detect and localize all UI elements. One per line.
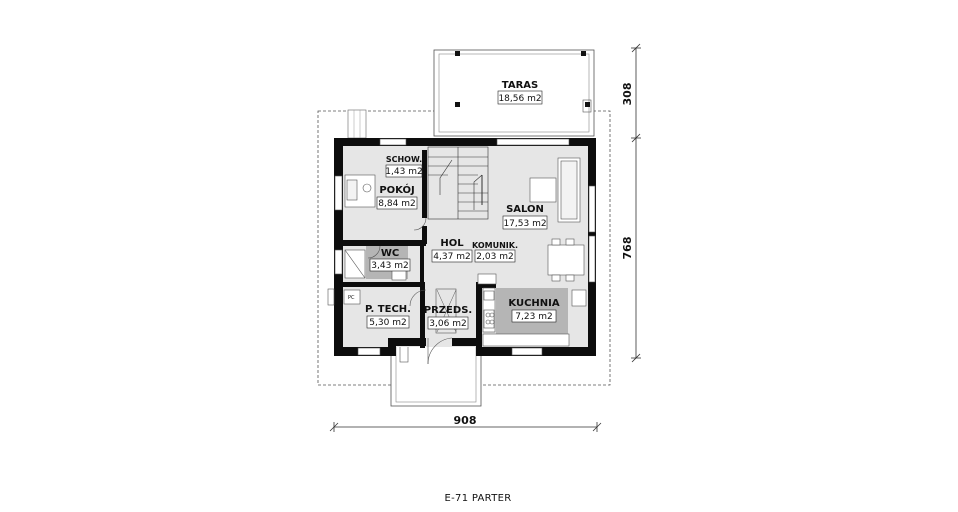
room-name: KUCHNIA	[508, 298, 559, 309]
staircase	[427, 146, 489, 220]
room-name: TARAS	[502, 80, 538, 91]
windows	[327, 138, 596, 356]
room-name: POKÓJ	[379, 183, 414, 196]
room-name: WC	[381, 248, 399, 259]
room-area: 1,43 m2	[385, 167, 422, 177]
area-box	[369, 258, 411, 272]
area-box	[497, 90, 543, 105]
room-area: 18,56 m2	[498, 94, 541, 104]
room-salon[interactable]: SALON 17,53 m2	[502, 204, 548, 230]
counter-top	[477, 273, 497, 285]
terrace-post	[585, 102, 590, 107]
area-box	[376, 196, 418, 210]
room-name: HOL	[440, 238, 464, 249]
area-box	[502, 215, 548, 230]
dimension-width	[329, 422, 602, 432]
area-box	[474, 249, 516, 263]
room-area: 8,84 m2	[378, 199, 415, 209]
plan-caption: E-71 PARTER	[445, 493, 512, 504]
furniture	[343, 157, 587, 347]
dining-table	[547, 244, 585, 276]
terrace-post	[455, 102, 460, 107]
room-wc[interactable]: WC 3,43 m2	[369, 248, 411, 272]
room-area: 3,06 m2	[429, 319, 466, 329]
room-area: 7,23 m2	[515, 312, 552, 322]
room-area: 3,43 m2	[371, 261, 408, 271]
interior-walls	[342, 150, 496, 348]
room-name: PRZEDS.	[424, 305, 472, 316]
room-name: SALON	[506, 204, 544, 215]
room-name: SCHOW.	[386, 155, 422, 164]
doors	[367, 217, 453, 365]
area-box	[431, 249, 473, 263]
area-box	[366, 315, 410, 329]
washbasin	[391, 269, 407, 281]
room-name: P. TECH.	[365, 304, 411, 315]
room-schowek[interactable]: SCHOW. 1,43 m2	[385, 155, 423, 178]
dimension-width-label: 908	[454, 414, 477, 427]
dimension-depth	[631, 43, 641, 363]
area-box	[385, 164, 423, 178]
fridge	[571, 289, 587, 307]
dimension-depth-label: 768	[621, 237, 634, 260]
room-name: KOMUNIK.	[472, 241, 518, 250]
room-ptech[interactable]: P. TECH. 5,30 m2	[365, 304, 411, 329]
room-komunik[interactable]: KOMUNIK. 2,03 m2	[472, 241, 518, 263]
coffee-table	[529, 177, 557, 203]
room-area: 5,30 m2	[369, 318, 406, 328]
room-area: 17,53 m2	[503, 219, 546, 229]
room-area: 4,37 m2	[433, 252, 470, 262]
room-kuchnia[interactable]: KUCHNIA 7,23 m2	[508, 298, 560, 323]
room-area: 2,03 m2	[476, 252, 513, 262]
boiler	[343, 289, 361, 305]
boiler-label: PC	[348, 295, 355, 301]
terrace-post	[455, 51, 460, 56]
room-przeds[interactable]: PRZEDS. 3,06 m2	[424, 305, 472, 330]
dimension-terrace-label: 308	[621, 83, 634, 106]
room-taras[interactable]: TARAS 18,56 m2	[497, 80, 543, 105]
terrace[interactable]	[347, 49, 595, 139]
room-pokoj[interactable]: POKÓJ 8,84 m2	[376, 183, 418, 210]
entrance-canopy	[390, 339, 482, 407]
room-hol[interactable]: HOL 4,37 m2	[431, 238, 473, 263]
area-box	[427, 316, 469, 330]
area-box	[511, 309, 557, 323]
terrace-post	[581, 51, 586, 56]
